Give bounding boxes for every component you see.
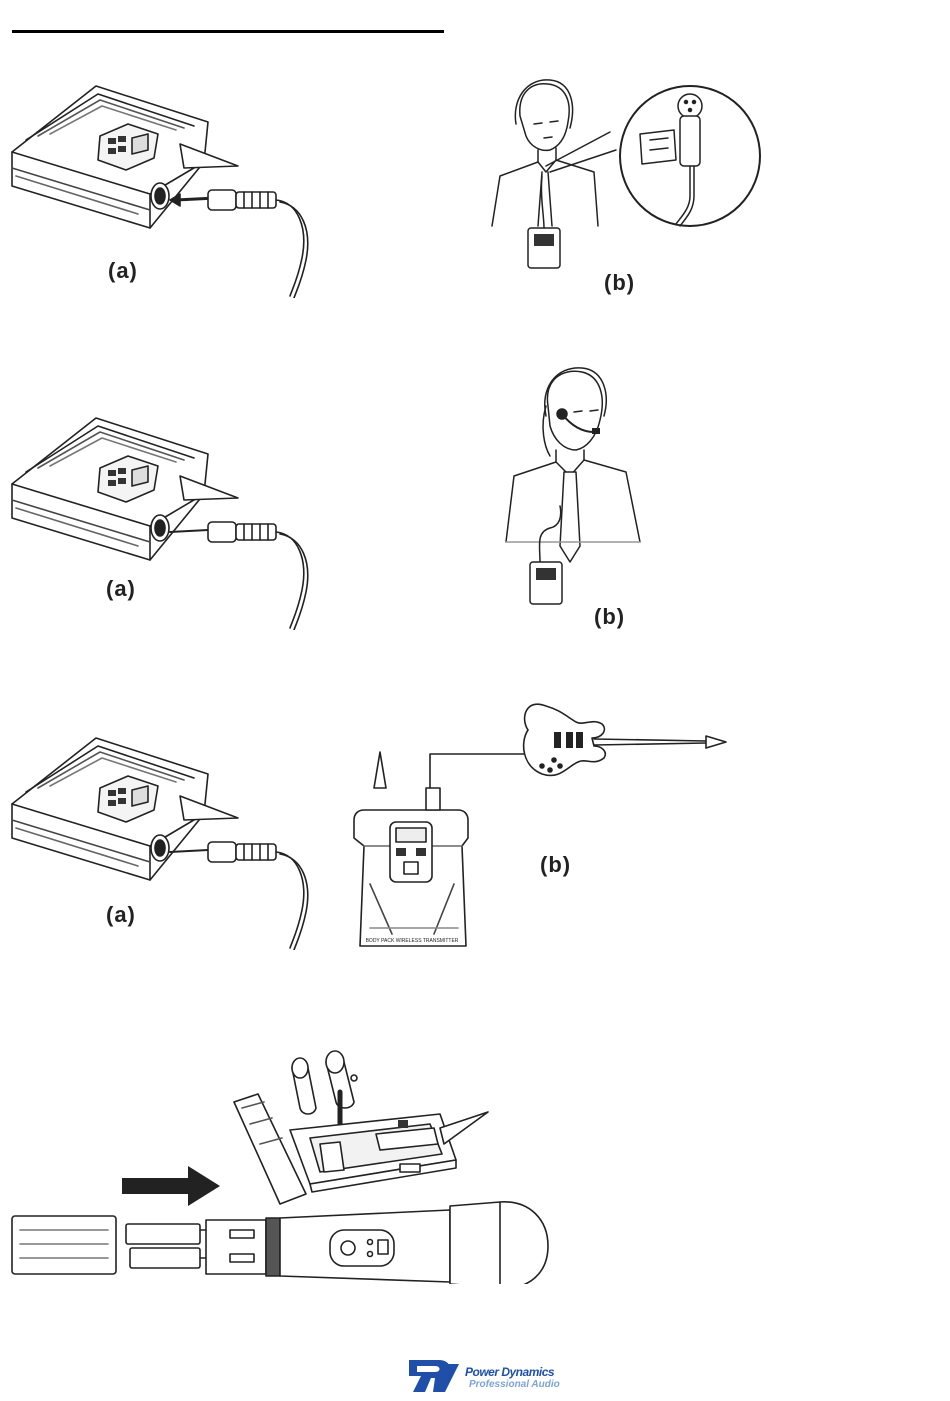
header-rule [12, 30, 444, 33]
battery-insertion-figure [10, 1044, 550, 1284]
xlr-mini-plug-drawing [208, 190, 308, 298]
caption-row1-a: (a) [108, 258, 138, 284]
bodypack-transmitter-drawing [12, 738, 238, 880]
bodypack-connector-figure-1 [8, 78, 328, 298]
front-transmitter-drawing [354, 746, 526, 946]
caption-row2-a: (a) [106, 576, 136, 602]
open-bodypack-drawing [234, 1094, 488, 1204]
arrow-right-insertion [122, 1166, 220, 1206]
headset-wearer-figure [500, 366, 660, 616]
person-lavalier-drawing [492, 80, 616, 268]
pd-logo-mark-icon [403, 1356, 465, 1396]
logo-tagline-text: Professional Audio [469, 1379, 560, 1390]
aa-batteries-drawing [292, 1051, 357, 1114]
transmitter-front-label: BODY PACK WIRELESS TRANSMITTER [366, 938, 459, 944]
lavalier-wearer-figure [490, 76, 770, 276]
bodypack-connector-figure-2 [8, 410, 328, 630]
magnified-clip-drawing [620, 86, 760, 226]
power-dynamics-logo: Power Dynamics Professional Audio [403, 1356, 563, 1396]
person-headset-drawing [506, 368, 640, 604]
guitar-transmitter-figure: BODY PACK WIRELESS TRANSMITTER [346, 696, 736, 958]
xlr-mini-plug-drawing [170, 842, 308, 950]
caption-row1-b: (b) [604, 270, 635, 296]
caption-row2-b: (b) [594, 604, 625, 630]
caption-row3-a: (a) [106, 902, 136, 928]
bodypack-transmitter-drawing [12, 418, 238, 560]
logo-brand-text: Power Dynamics [465, 1365, 554, 1379]
bodypack-connector-figure-3 [8, 730, 328, 950]
xlr-mini-plug-drawing [170, 522, 308, 630]
bodypack-transmitter-drawing [12, 86, 238, 228]
caption-row3-b: (b) [540, 852, 571, 878]
handheld-microphone-drawing [12, 1202, 548, 1284]
electric-guitar-drawing [524, 704, 726, 775]
